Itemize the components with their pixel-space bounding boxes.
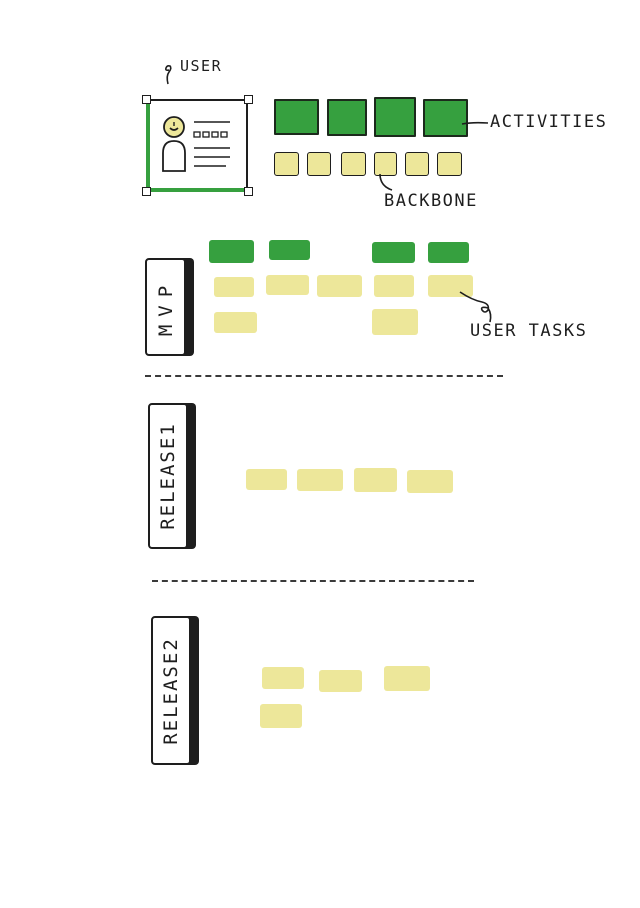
release-divider-1 — [145, 375, 503, 377]
mvp-task-7 — [372, 309, 418, 335]
mvp-activity-2 — [269, 240, 310, 260]
mvp-release-tab: MVP — [145, 258, 186, 356]
mvp-task-1 — [214, 277, 254, 297]
user-avatar-icon — [146, 103, 246, 192]
selection-handle-bottom-right — [244, 187, 253, 196]
selection-handle-top-left — [142, 95, 151, 104]
backbone-task-5 — [405, 152, 429, 176]
selection-handle-bottom-left — [142, 187, 151, 196]
mvp-task-5 — [428, 275, 473, 297]
release2-task-1 — [262, 667, 304, 689]
release2-task-2 — [319, 670, 362, 692]
mvp-activity-3 — [372, 242, 415, 263]
user-pointer-icon — [165, 64, 172, 85]
mvp-task-6 — [214, 312, 257, 333]
release2-task-3 — [384, 666, 430, 691]
user-tasks-label: USER TASKS — [470, 321, 588, 341]
mvp-task-3 — [317, 275, 362, 297]
mvp-activity-4 — [428, 242, 469, 263]
backbone-task-6 — [437, 152, 462, 176]
release1-task-3 — [354, 468, 397, 492]
release1-tab: RELEASE1 — [148, 403, 188, 549]
selection-handle-top-right — [244, 95, 253, 104]
backbone-task-3 — [341, 152, 366, 176]
release2-tab: RELEASE2 — [151, 616, 191, 765]
release1-label: RELEASE1 — [157, 422, 179, 530]
backbone-task-2 — [307, 152, 331, 176]
release2-task-4 — [260, 704, 302, 728]
release-divider-2 — [152, 580, 474, 582]
user-label: USER — [180, 57, 223, 75]
user-persona-card — [146, 99, 248, 192]
release1-task-4 — [407, 470, 453, 493]
user-tasks-pointer-line — [459, 291, 492, 323]
mvp-activity-1 — [209, 240, 254, 263]
mvp-release-label: MVP — [154, 277, 177, 337]
activities-pointer-line — [461, 121, 489, 125]
mvp-task-4 — [374, 275, 414, 297]
backbone-task-4 — [374, 152, 397, 176]
release2-label: RELEASE2 — [160, 636, 182, 745]
backbone-task-1 — [274, 152, 299, 176]
backbone-label: BACKBONE — [384, 191, 478, 211]
activity-card-4 — [423, 99, 468, 137]
activities-label: ACTIVITIES — [490, 112, 608, 132]
release1-task-1 — [246, 469, 287, 490]
backbone-pointer-line — [379, 173, 393, 191]
activity-card-2 — [327, 99, 367, 136]
activity-card-3 — [374, 97, 416, 137]
activity-card-1 — [274, 99, 319, 135]
release1-task-2 — [297, 469, 343, 491]
mvp-task-2 — [266, 275, 309, 295]
